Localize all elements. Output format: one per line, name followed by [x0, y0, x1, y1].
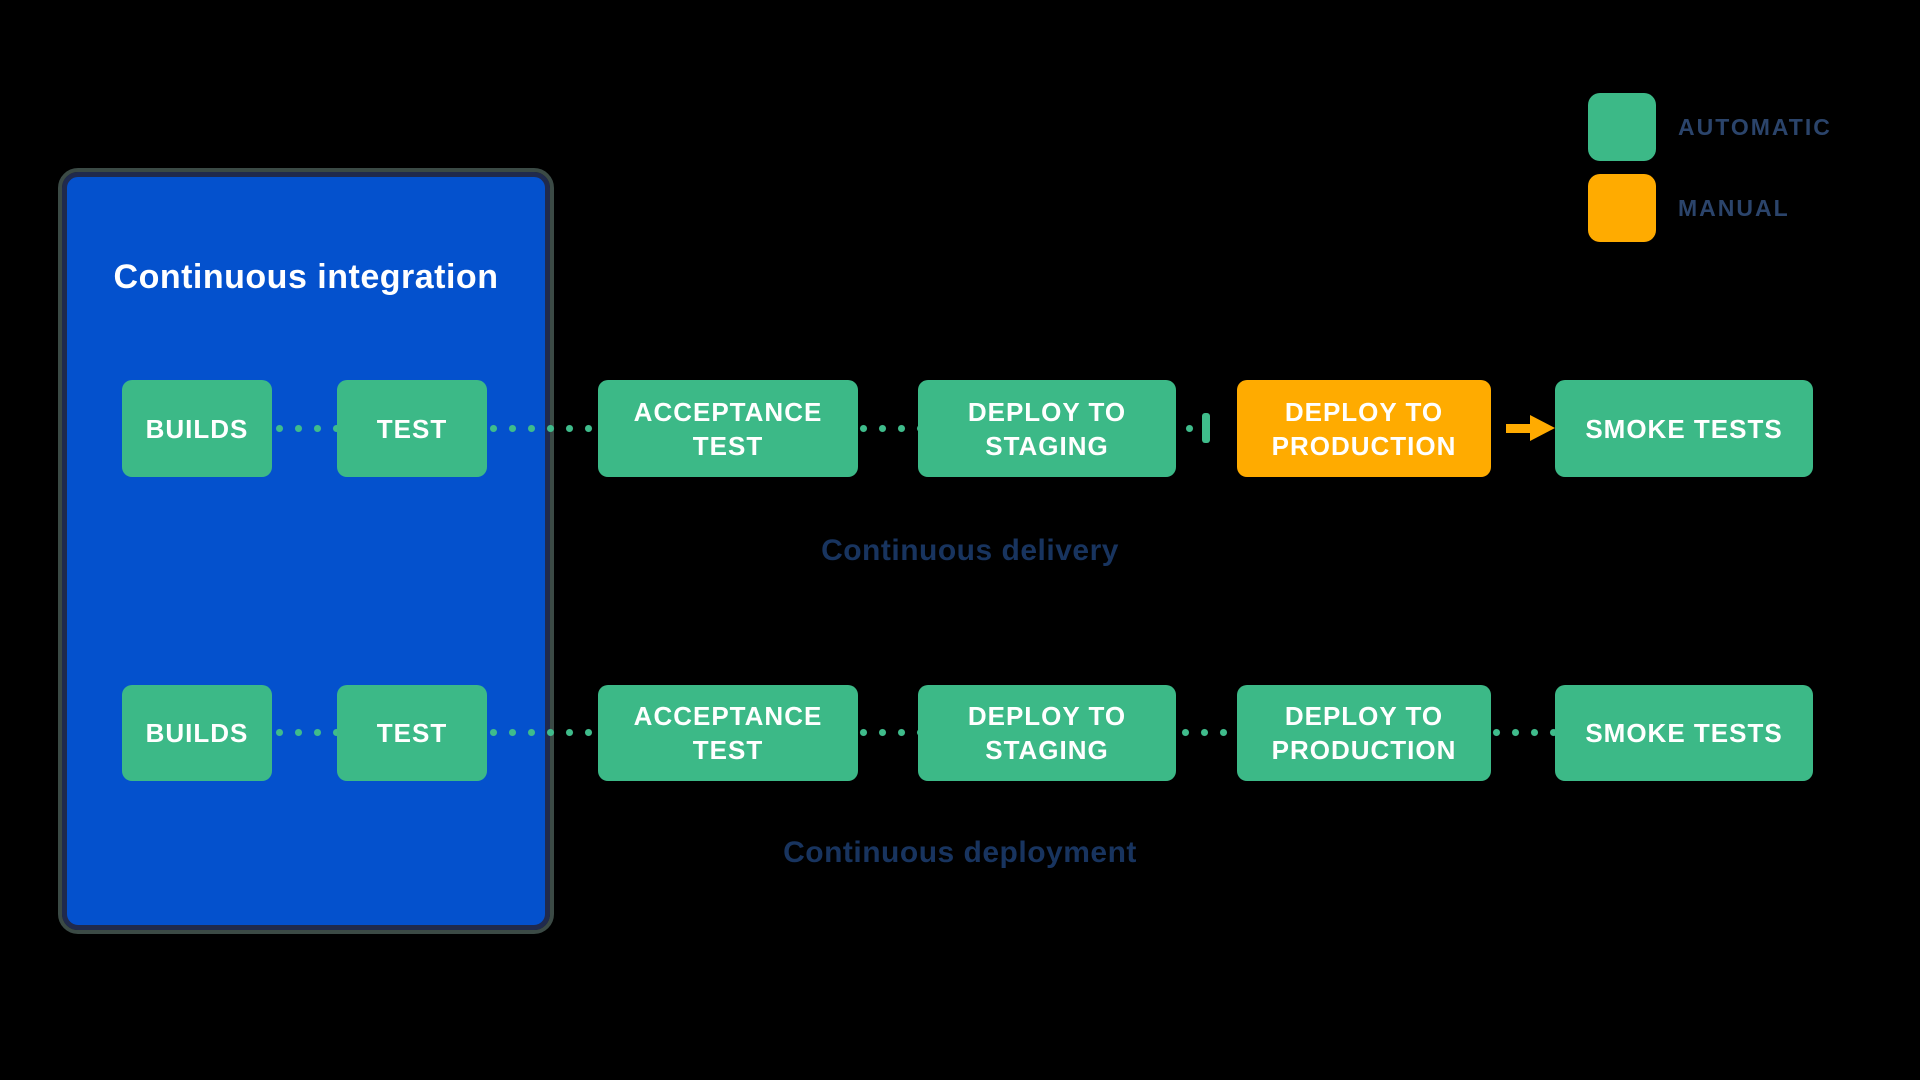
stage-deploy-production-delivery: DEPLOY TO PRODUCTION: [1237, 380, 1491, 477]
dotted-connector: [1176, 728, 1240, 737]
automatic-color-swatch: [1588, 93, 1656, 161]
legend-item-automatic: AUTOMATIC: [1588, 93, 1832, 161]
stage-deploy-staging-deployment: DEPLOY TO STAGING: [918, 685, 1176, 781]
stage-acceptance-test-delivery: ACCEPTANCE TEST: [598, 380, 858, 477]
stage-test-deployment: TEST: [337, 685, 487, 781]
dotted-connector: [484, 424, 602, 433]
stage-deploy-staging-delivery: DEPLOY TO STAGING: [918, 380, 1176, 477]
manual-color-swatch: [1588, 174, 1656, 242]
dotted-connector: [854, 424, 922, 433]
continuous-deployment-caption: Continuous deployment: [783, 836, 1137, 869]
dotted-connector: [1180, 424, 1199, 433]
legend-item-manual: MANUAL: [1588, 174, 1832, 242]
stage-smoke-tests-deployment: SMOKE TESTS: [1555, 685, 1813, 781]
stage-builds-deployment: BUILDS: [122, 685, 272, 781]
manual-trigger-arrowhead-icon: [1530, 415, 1555, 441]
stage-acceptance-test-deployment: ACCEPTANCE TEST: [598, 685, 858, 781]
continuous-delivery-caption: Continuous delivery: [821, 534, 1119, 567]
continuous-integration-title: Continuous integration: [113, 258, 499, 296]
stage-test-delivery: TEST: [337, 380, 487, 477]
legend-label-manual: MANUAL: [1678, 194, 1790, 221]
manual-gate-bar-icon: [1202, 413, 1210, 443]
manual-trigger-arrow-icon: [1506, 424, 1532, 433]
continuous-integration-container: [58, 168, 554, 934]
stage-deploy-production-deployment: DEPLOY TO PRODUCTION: [1237, 685, 1491, 781]
dotted-connector: [270, 424, 340, 433]
dotted-connector: [854, 728, 922, 737]
dotted-connector: [270, 728, 340, 737]
stage-builds-delivery: BUILDS: [122, 380, 272, 477]
stage-smoke-tests-delivery: SMOKE TESTS: [1555, 380, 1813, 477]
dotted-connector: [484, 728, 602, 737]
dotted-connector: [1487, 728, 1557, 737]
legend: AUTOMATIC MANUAL: [1588, 93, 1832, 255]
legend-label-automatic: AUTOMATIC: [1678, 113, 1832, 140]
